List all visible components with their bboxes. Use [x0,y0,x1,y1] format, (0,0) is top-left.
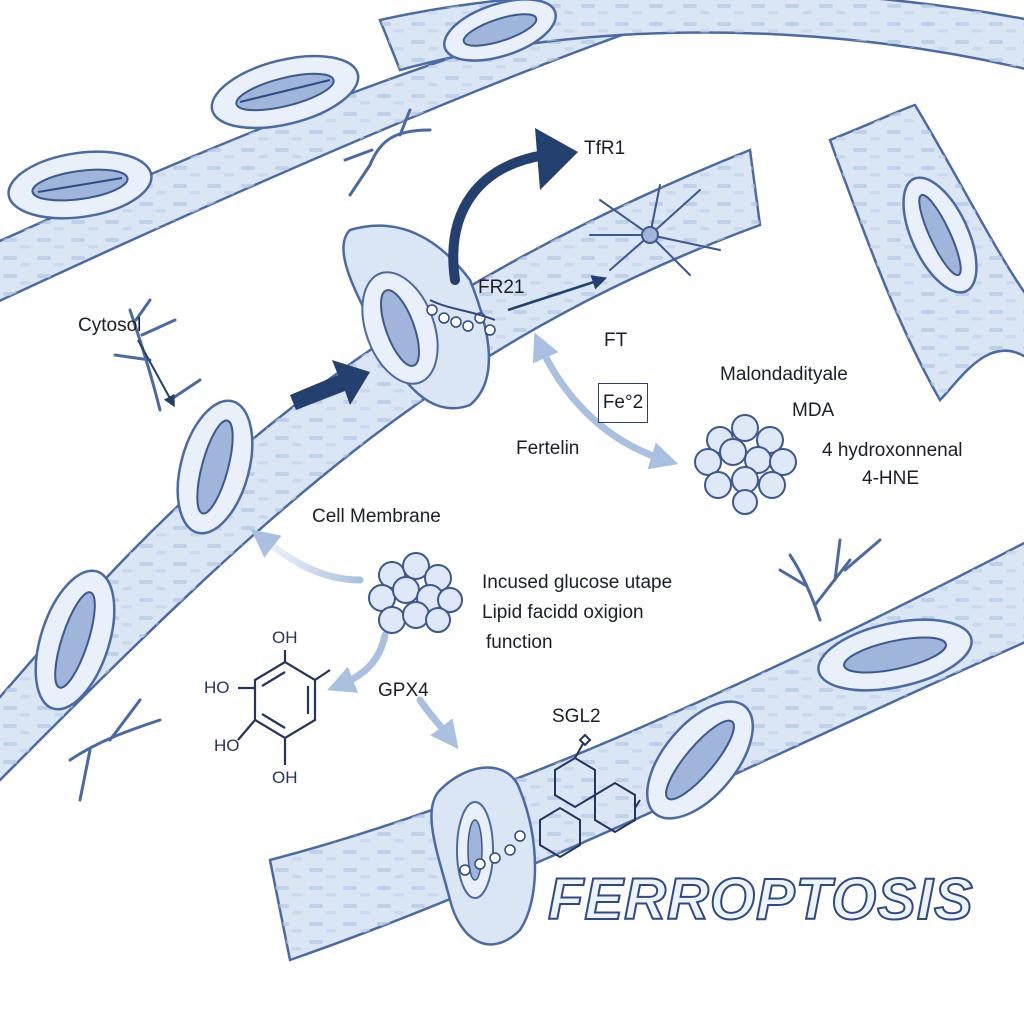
muscle-fiber-main [0,148,762,782]
label-lipid: Lipid facidd oxigion [482,602,644,623]
muscle-fiber-top [0,0,731,303]
dendrite-lower-left [68,698,162,802]
nucleus-7 [817,618,973,692]
fr21-arrow [507,275,608,312]
label-cell-membrane: Cell Membrane [312,506,441,527]
label-gpx4: GPX4 [378,680,429,701]
label-ho-left-top: HO [204,678,230,697]
nucleus-6 [645,700,755,820]
gpx4-arrow-down [416,696,459,750]
ft-double-arrow [532,332,679,470]
dendrite-right [778,538,882,622]
membrane-arrow [250,529,364,584]
dendrite-left [113,298,202,412]
label-oh-top: OH [272,628,298,647]
neuromuscular-junction-lower [430,766,537,946]
muscle-fiber-right [828,103,1024,403]
label-hydroxonnenal: 4 hydroxonnenal [822,440,963,461]
cytosol-pointer [137,339,175,408]
neuron-star [589,184,721,276]
diagram-title: FERROPTOSIS [547,866,974,933]
dendrite-top [343,108,432,197]
label-ft: FT [604,330,628,351]
label-malondadityale: Malondadityale [720,364,848,385]
label-tfr1: TfR1 [584,138,626,159]
label-function: function [486,632,553,653]
label-oh-bottom: OH [272,768,298,787]
gpx4-arrow-left [327,631,389,693]
flow-arrow [290,360,370,410]
nucleus-2 [210,54,360,130]
sgl2-structure [539,733,641,859]
nucleus-3 [443,0,557,62]
label-mda: MDA [792,400,835,421]
molecule-cluster-center [368,552,463,634]
tfr1-arrow [448,128,578,285]
molecule-cluster-mda [694,414,797,515]
label-fertelin: Fertelin [516,438,580,459]
nucleus-1 [7,150,153,220]
label-sgl2: SGL2 [552,706,601,727]
label-fr21: FR21 [478,277,525,298]
nucleus-5 [34,569,116,711]
label-ho-left-bottom: HO [214,736,240,755]
label-fe: Fe°2 [598,383,648,423]
label-hne: 4-HNE [862,468,920,489]
label-cytosol: Cytosol [78,315,142,336]
nucleus-4 [176,399,254,535]
hydroquinone-structure [237,650,331,765]
label-incused: Incused glucose utape [482,572,673,593]
